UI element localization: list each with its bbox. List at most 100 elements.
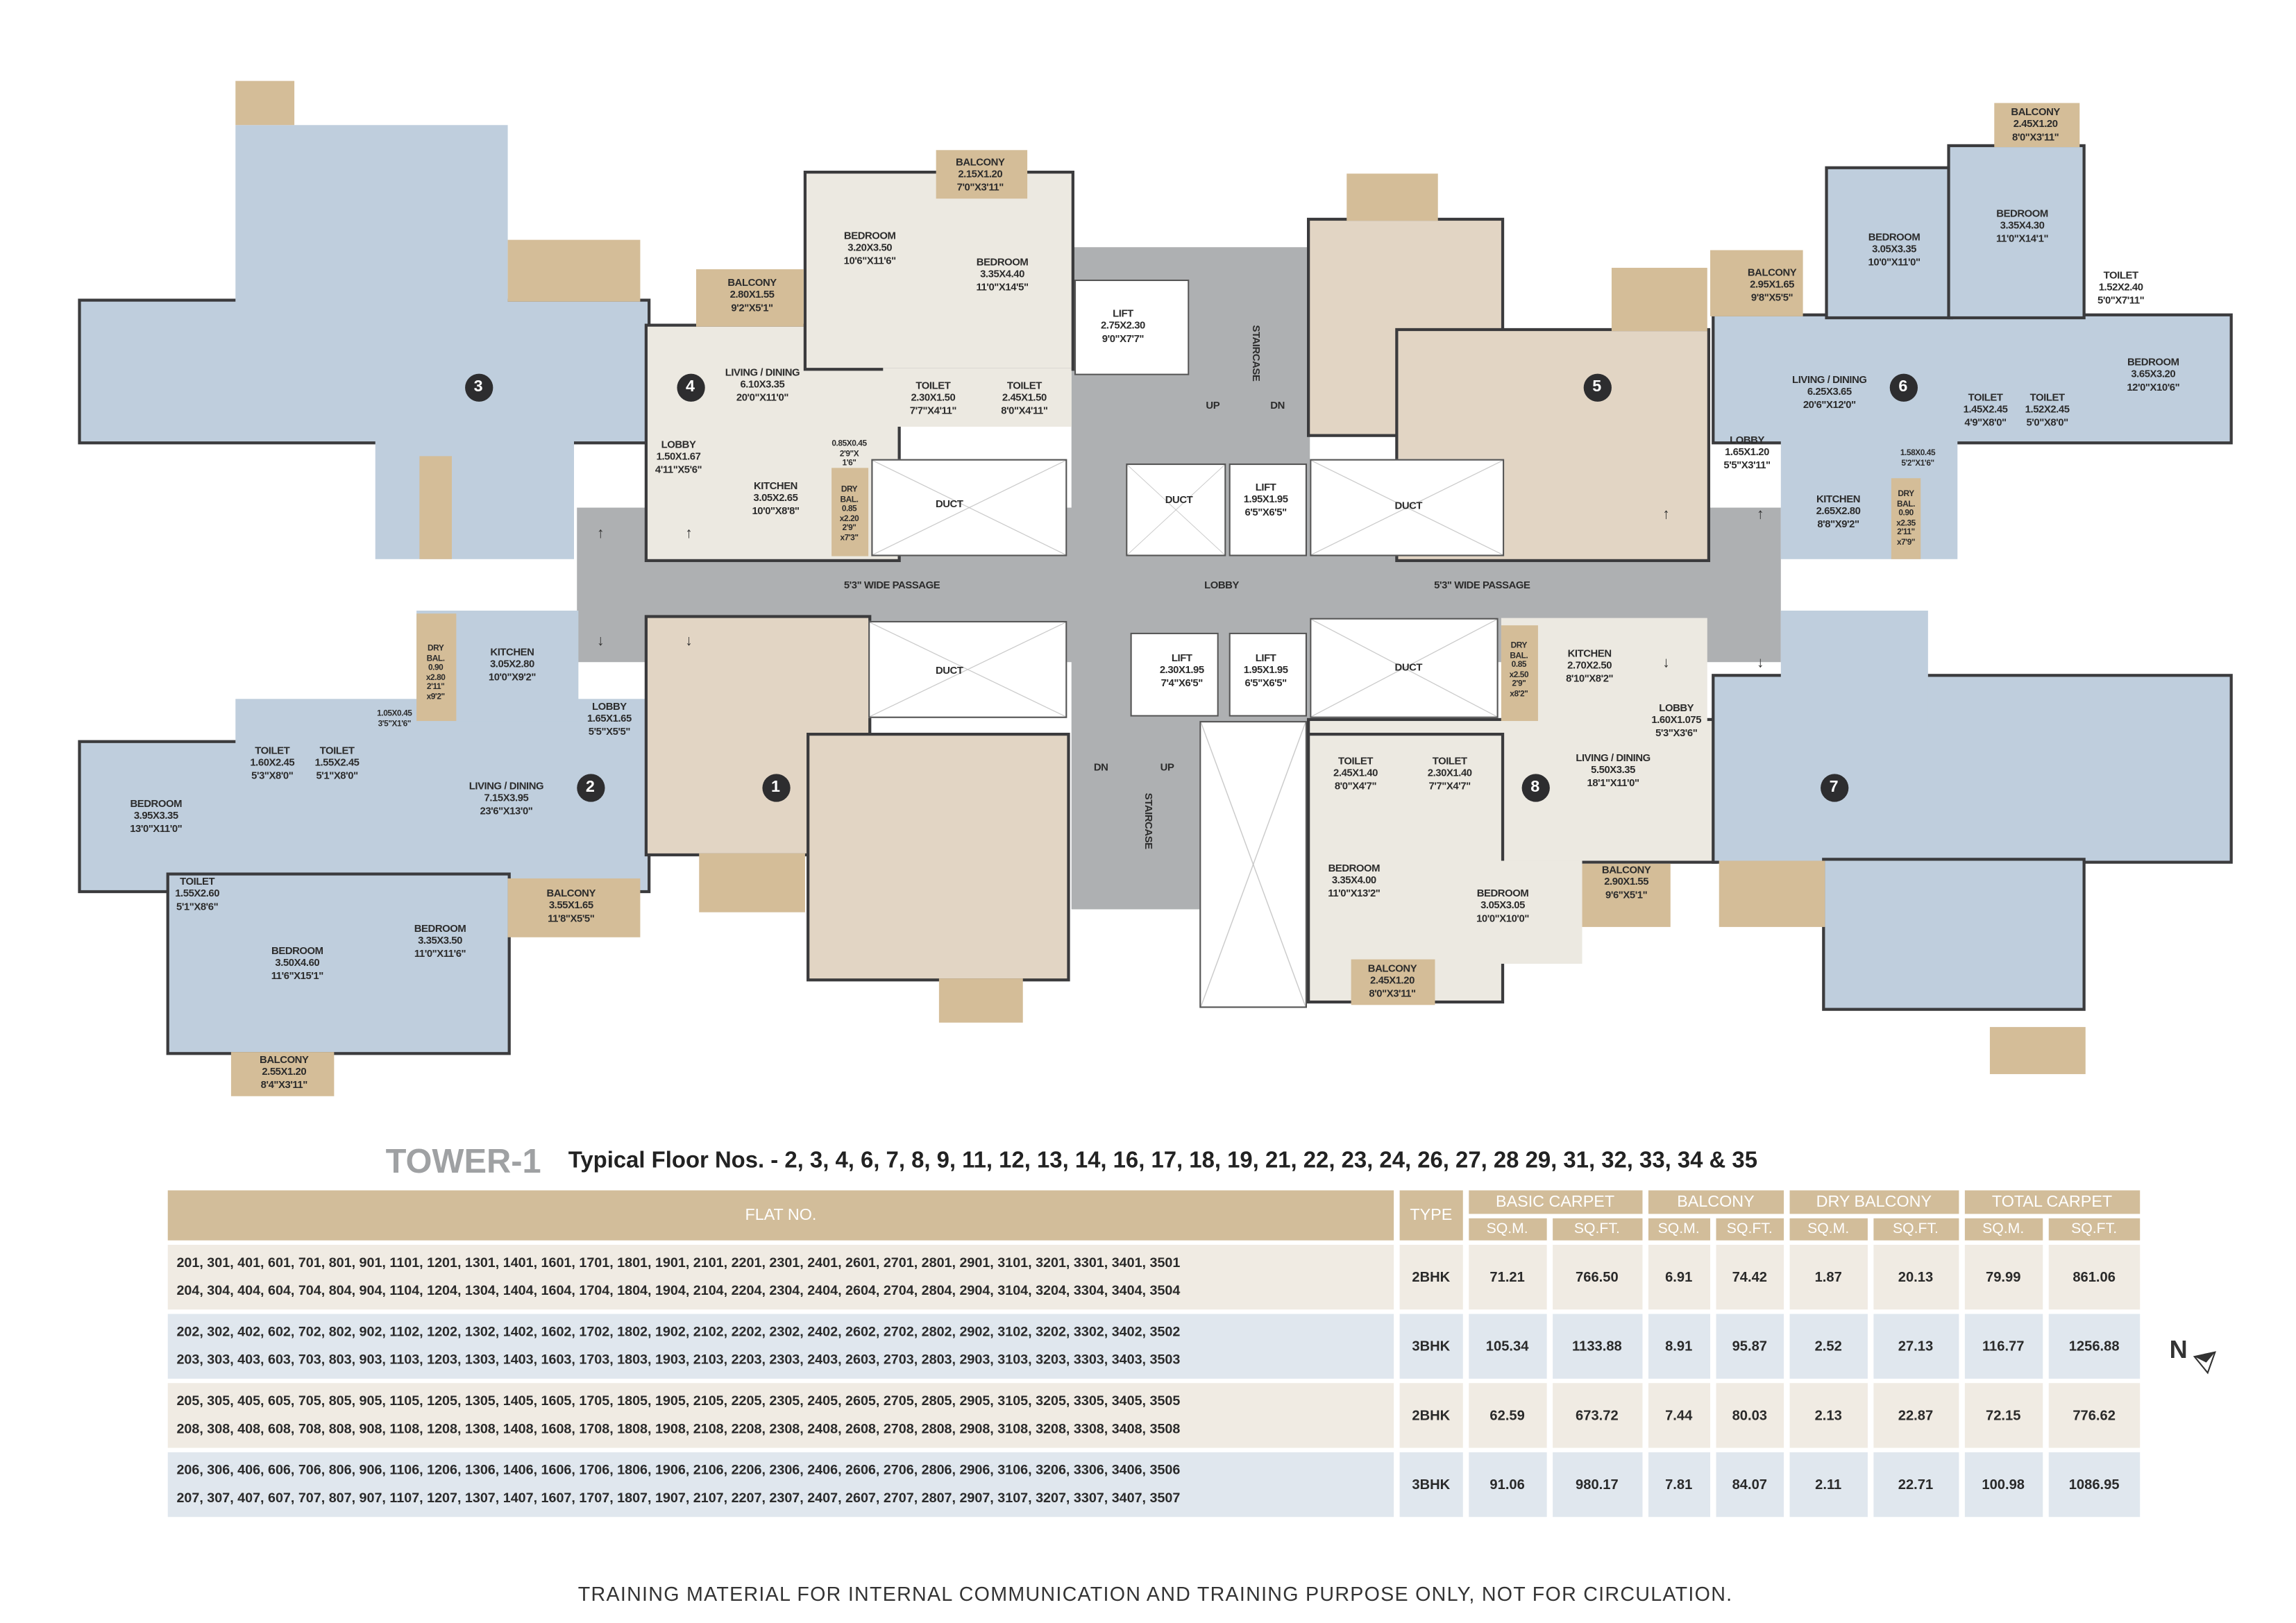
room-dry-balcony: DRY BAL. 0.85 x2.20 2'9" x7'3" <box>839 486 859 543</box>
up-label: UP <box>1206 401 1220 412</box>
unit-4-drybal <box>832 468 869 556</box>
room-bedroom: BEDROOM 3.05X3.35 10'0"X11'0" <box>1868 232 1921 269</box>
cell-b-sqft: 84.07 <box>1715 1452 1784 1518</box>
lift-d <box>1229 632 1308 717</box>
typical-floors: Typical Floor Nos. - 2, 3, 4, 6, 7, 8, 9… <box>568 1148 1757 1174</box>
room-toilet: TOILET 1.60X2.45 5'3"X8'0" <box>250 746 295 782</box>
duct-label: DUCT <box>1394 663 1423 674</box>
header-sqft: SQ.FT. <box>2048 1218 2141 1241</box>
cell-b-sqft: 95.87 <box>1715 1314 1784 1379</box>
unit-badge-7: 7 <box>1819 773 1848 801</box>
unit-6-area <box>1780 434 1958 559</box>
up-label: UP <box>1160 763 1174 774</box>
header-basic-carpet: BASIC CARPET <box>1468 1190 1642 1214</box>
table-heading: TOWER-1 Typical Floor Nos. - 2, 3, 4, 6,… <box>386 1142 1757 1182</box>
lift-b-label: LIFT 1.95X1.95 6'5"X6'5" <box>1243 483 1288 518</box>
cell-tc-sqm: 116.77 <box>1964 1314 2043 1379</box>
flat-list: 201, 301, 401, 601, 701, 801, 901, 1101,… <box>176 1255 1181 1270</box>
room-toilet: TOILET 2.45X1.50 8'0"X4'11" <box>1001 382 1048 417</box>
unit-1-duct <box>868 620 1067 718</box>
room-balcony: BALCONY 2.80X1.55 9'2"X5'1" <box>727 278 777 314</box>
unit-8-balcony <box>1582 863 1671 927</box>
room-toilet: TOILET 2.45X1.40 8'0"X4'7" <box>1333 756 1378 792</box>
unit-badge-5: 5 <box>1582 373 1611 401</box>
cell-tc-sqft: 776.62 <box>2048 1383 2141 1448</box>
unit-5-duct <box>1310 459 1505 556</box>
unit-4-duct <box>871 459 1067 556</box>
unit-2-balcony <box>507 878 641 937</box>
duct-label: DUCT <box>1394 501 1423 512</box>
room-balcony: BALCONY 2.95X1.65 9'8"X5'5" <box>1747 268 1797 304</box>
room-toilet: TOILET 1.52X2.45 5'0"X8'0" <box>2025 393 2070 429</box>
arrow-up-icon: ↑ <box>596 526 605 543</box>
flat-list: 207, 307, 407, 607, 707, 807, 907, 1107,… <box>176 1490 1181 1506</box>
cell-tc-sqm: 79.99 <box>1964 1244 2043 1310</box>
flat-numbers: 206, 306, 406, 606, 706, 806, 906, 1106,… <box>167 1452 1394 1518</box>
header-balcony: BALCONY <box>1648 1190 1784 1214</box>
duct-label: DUCT <box>1165 495 1193 507</box>
cell-tc-sqft: 861.06 <box>2048 1244 2141 1310</box>
unit-2-balcony <box>230 1052 335 1096</box>
unit-4-balcony <box>695 269 804 327</box>
lift-a-label: LIFT 2.75X2.30 9'0"X7'7" <box>1101 309 1145 345</box>
cell-b-sqm: 8.91 <box>1648 1314 1710 1379</box>
room-living-dining: LIVING / DINING 5.50X3.35 18'1"X11'0" <box>1576 754 1651 790</box>
room-bedroom: BEDROOM 3.35X4.30 11'0"X14'1" <box>1996 209 2049 245</box>
lobby-label: LOBBY <box>1204 581 1239 592</box>
arrow-down-icon: ↓ <box>1662 655 1670 672</box>
unit-6-balcony <box>1994 103 2080 148</box>
unit-3-area <box>375 434 574 559</box>
flat-list: 203, 303, 403, 603, 703, 803, 903, 1103,… <box>176 1352 1181 1367</box>
room-toilet: TOILET 1.55X2.60 5'1"X8'6" <box>175 877 220 913</box>
unit-badge-2: 2 <box>576 773 605 801</box>
unit-8-drybal <box>1501 625 1538 722</box>
cell-db-sqft: 22.71 <box>1873 1452 1959 1518</box>
unit-badge-3: 3 <box>464 373 493 401</box>
room-balcony: BALCONY 2.90X1.55 9'6"X5'1" <box>1601 865 1651 901</box>
cell-tc-sqm: 72.15 <box>1964 1383 2043 1448</box>
room-kitchen: KITCHEN 3.05X2.65 10'0"X8'8" <box>752 482 800 517</box>
flat-list: 206, 306, 406, 606, 706, 806, 906, 1106,… <box>176 1462 1181 1477</box>
unit-1-balcony <box>938 978 1023 1023</box>
room-lobby: LOBBY 1.50X1.67 4'11"X5'6" <box>655 440 702 476</box>
unit-badge-6: 6 <box>1889 373 1917 401</box>
void <box>1199 721 1308 1008</box>
room-bedroom: BEDROOM 3.35X4.00 11'0"X13'2" <box>1328 864 1381 900</box>
header-sqft: SQ.FT. <box>1552 1218 1642 1241</box>
cell-db-sqft: 22.87 <box>1873 1383 1959 1448</box>
unit-8-balcony <box>1351 959 1435 1005</box>
unit-3-balcony <box>235 80 295 126</box>
unit-badge-4: 4 <box>676 373 704 401</box>
staircase-label: STAIRCASE <box>1249 325 1260 382</box>
flat-numbers: 205, 305, 405, 605, 705, 805, 905, 1105,… <box>167 1383 1394 1448</box>
lift-c <box>1130 632 1219 717</box>
duct-label: DUCT <box>935 666 963 677</box>
unit-8-area <box>1435 860 1582 964</box>
room-bedroom: BEDROOM 3.50X4.60 11'6"X15'1" <box>271 946 324 982</box>
unit-4-area <box>807 173 1072 368</box>
unit-7-balcony <box>1719 860 1825 927</box>
cell-type: 2BHK <box>1399 1383 1463 1448</box>
flat-numbers: 202, 302, 402, 602, 702, 802, 902, 1102,… <box>167 1314 1394 1379</box>
header-type: TYPE <box>1399 1190 1463 1241</box>
cell-type: 3BHK <box>1399 1314 1463 1379</box>
room-kitchen: KITCHEN 2.70X2.50 8'10"X8'2" <box>1566 649 1614 685</box>
unit-3-drybal <box>419 456 452 559</box>
cell-tc-sqm: 100.98 <box>1964 1452 2043 1518</box>
cell-db-sqft: 27.13 <box>1873 1314 1959 1379</box>
cell-tc-sqft: 1086.95 <box>2048 1452 2141 1518</box>
table-row: 202, 302, 402, 602, 702, 802, 902, 1102,… <box>167 1314 2141 1379</box>
unit-1-balcony <box>699 853 805 912</box>
header-sqm: SQ.M. <box>1468 1218 1546 1241</box>
room-living-dining: LIVING / DINING 7.15X3.95 23'6"X13'0" <box>469 781 544 817</box>
room-bedroom: BEDROOM 3.05X3.05 10'0"X10'0" <box>1476 889 1529 925</box>
unit-8-duct <box>1310 618 1499 718</box>
arrow-down-icon: ↓ <box>685 633 693 650</box>
room-niche: 0.85X0.45 2'9"X 1'6" <box>832 440 867 468</box>
room-dry-balcony: DRY BAL. 0.90 x2.80 2'11" x9'2" <box>425 645 446 702</box>
header-sqft: SQ.FT. <box>1873 1218 1959 1241</box>
unit-7-area <box>1825 860 2083 1008</box>
room-balcony: BALCONY 2.55X1.20 8'4"X3'11" <box>260 1055 309 1091</box>
unit-6-area <box>1714 316 2230 442</box>
